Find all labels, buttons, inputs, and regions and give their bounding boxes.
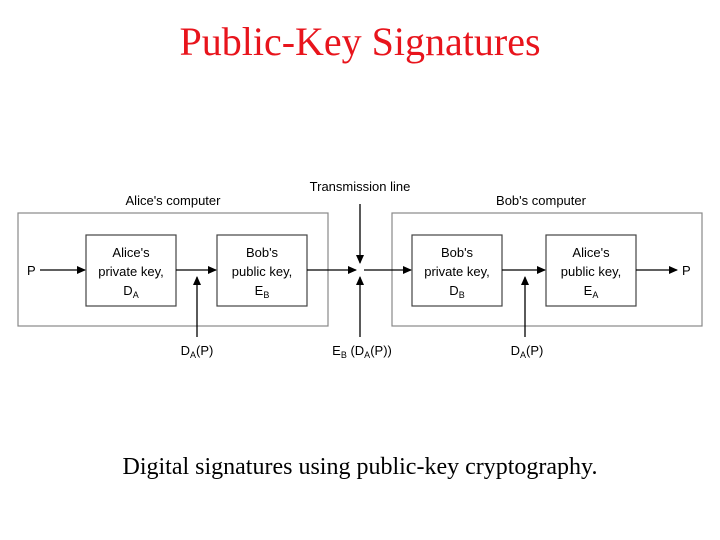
left-signature-label: DA(P): [181, 343, 214, 360]
box-line2: private key,: [98, 264, 164, 279]
output-plaintext-label: P: [682, 263, 691, 278]
box-line2: public key,: [561, 264, 621, 279]
right-signature-label: DA(P): [511, 343, 544, 360]
transmission-line-label: Transmission line: [310, 179, 411, 194]
slide-title: Public-Key Signatures: [179, 19, 541, 64]
alice-computer-label: Alice's computer: [126, 193, 222, 208]
ciphertext-label: EB (DA(P)): [332, 343, 392, 360]
box-line1: Bob's: [246, 245, 279, 260]
input-plaintext-label: P: [27, 263, 36, 278]
bob-public-key-box: Bob's public key, EB: [216, 234, 308, 307]
box-line1: Bob's: [441, 245, 474, 260]
box-line1: Alice's: [112, 245, 150, 260]
bob-private-key-box: Bob's private key, DB: [411, 234, 503, 307]
box-key-symbol: DA: [123, 283, 138, 300]
box-line2: private key,: [424, 264, 490, 279]
box-key-symbol: DB: [449, 283, 464, 300]
box-key-symbol: EB: [255, 283, 270, 300]
box-line1: Alice's: [572, 245, 610, 260]
alice-private-key-box: Alice's private key, DA: [85, 234, 177, 307]
box-key-symbol: EA: [584, 283, 599, 300]
bob-computer-label: Bob's computer: [496, 193, 587, 208]
box-line2: public key,: [232, 264, 292, 279]
slide-caption: Digital signatures using public-key cryp…: [122, 454, 598, 480]
alice-public-key-box: Alice's public key, EA: [545, 234, 637, 307]
